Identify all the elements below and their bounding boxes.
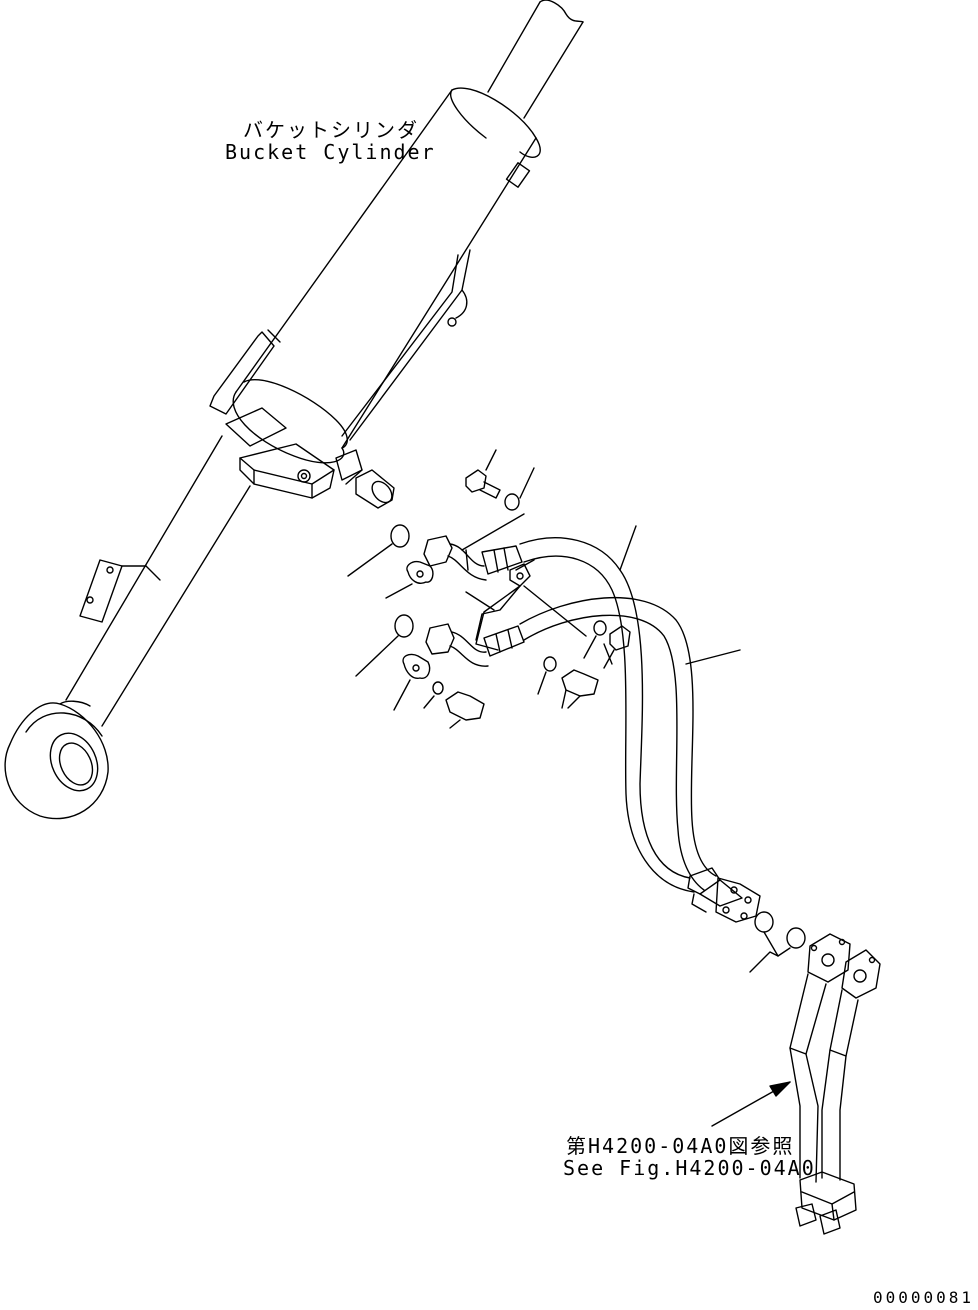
cylinder-lower-body — [66, 436, 250, 726]
connecting-pipes — [712, 934, 880, 1234]
split-flanges — [386, 562, 433, 710]
cylinder-rod — [488, 0, 583, 118]
cylinder-label-en: Bucket Cylinder — [225, 140, 436, 164]
cylinder-port-block — [226, 408, 396, 508]
leader-lines — [462, 514, 612, 664]
hose-end-fittings — [688, 868, 760, 922]
bolts — [424, 450, 630, 728]
cylinder-tube — [210, 88, 540, 463]
o-rings — [348, 525, 805, 972]
hose-clamp — [466, 560, 586, 650]
hose-upper — [424, 526, 694, 892]
reference-label-en: See Fig.H4200-04A0 — [563, 1156, 816, 1180]
cylinder-eye — [5, 701, 108, 818]
drawing-code: 00000081 — [873, 1288, 975, 1307]
reference-label-jp: 第H4200-04A0図参照 — [566, 1134, 795, 1158]
cylinder-label-jp: バケットシリンダ — [243, 118, 419, 142]
hose-lower — [426, 598, 740, 890]
